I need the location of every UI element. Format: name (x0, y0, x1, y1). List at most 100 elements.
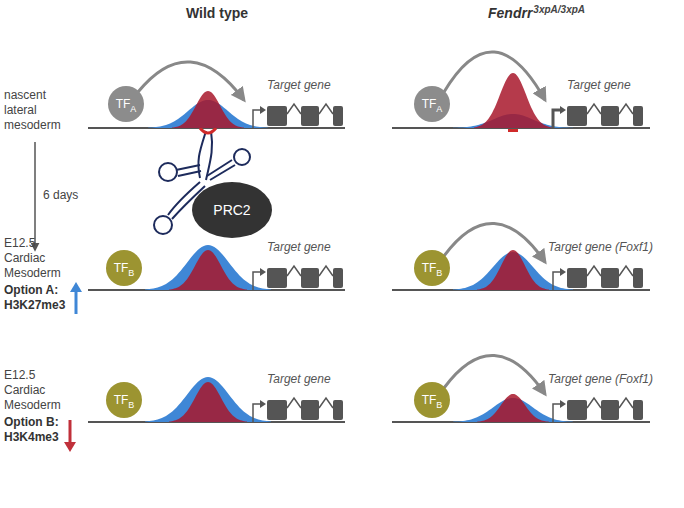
exon (633, 400, 643, 420)
stage-label: E12.5 Cardiac Mesoderm (4, 236, 70, 281)
chip-peak (474, 73, 552, 128)
genotype-superscript: 3xpA/3xpA (533, 2, 585, 17)
exon (301, 268, 319, 288)
chip-peak (145, 377, 271, 422)
exon (567, 400, 587, 420)
exon (601, 268, 619, 288)
chip-peak (169, 382, 247, 422)
exon (301, 106, 319, 126)
exon (333, 268, 343, 288)
exon (601, 106, 619, 126)
promoter-arrow (553, 110, 561, 128)
exon (601, 400, 619, 420)
promoter-arrow-head (560, 268, 566, 276)
gene-label: Target gene (267, 78, 331, 93)
chip-peak (169, 250, 247, 290)
node-label: TF (116, 97, 131, 111)
promoter-arrow-head (260, 268, 266, 276)
promoter-arrow-head (560, 106, 566, 114)
subscript: A (130, 104, 136, 114)
node-label: PRC2 (213, 202, 250, 218)
exon (633, 268, 643, 288)
subscript: B (436, 268, 442, 278)
transcription-factor: TFB (414, 250, 450, 286)
gene-label: Target gene (567, 78, 631, 93)
mark-label: H3K27me3 (4, 298, 65, 313)
exon (567, 268, 587, 288)
rna-contact (200, 128, 216, 133)
node-text-group: TFB (114, 393, 135, 407)
node-label: TF (114, 261, 129, 275)
decrease-arrow-head (64, 442, 76, 452)
intron (287, 398, 301, 408)
gene-label: Target gene (267, 372, 331, 387)
exon (333, 400, 343, 420)
exon (633, 106, 643, 126)
transcription-factor: TFA (414, 86, 450, 122)
promoter-arrow-head (260, 400, 266, 408)
decrease-arrow (69, 420, 72, 444)
time-arrow (34, 142, 36, 250)
increase-arrow-head (70, 282, 82, 292)
promoter-arrow (253, 110, 261, 128)
node-text-group: TFB (422, 393, 443, 407)
stage-label: E12.5 Cardiac Mesoderm (4, 368, 70, 413)
intron (587, 266, 601, 276)
transcription-factor: TFA (108, 86, 144, 122)
column-header: Wild type (186, 6, 248, 21)
intron (287, 266, 301, 276)
exon (301, 400, 319, 420)
intron (319, 266, 333, 276)
intron (619, 104, 633, 114)
subscript: B (436, 400, 442, 410)
activation-arrow (444, 52, 545, 100)
promoter-arrow-head (560, 400, 566, 408)
node-text-group: TFB (114, 261, 135, 275)
subscript: B (128, 400, 134, 410)
intron (587, 398, 601, 408)
node-text-group: TFA (422, 97, 443, 111)
exon (267, 106, 287, 126)
activation-arrow (444, 355, 545, 394)
chip-peak (477, 250, 549, 290)
mark-label: H3K4me3 (4, 430, 59, 445)
node-text-group: PRC2 (213, 202, 250, 218)
node-text-group: TFB (422, 261, 443, 275)
intron (319, 104, 333, 114)
promoter-arrow (553, 272, 561, 290)
increase-arrow (75, 290, 78, 314)
node-label: TF (114, 393, 129, 407)
subscript: A (436, 104, 442, 114)
node-label: TF (422, 97, 437, 111)
activation-arrow (444, 223, 545, 262)
exon (267, 400, 287, 420)
gene-label: Target gene (Foxf1) (548, 372, 653, 387)
transcription-factor: TFB (106, 382, 142, 418)
promoter-arrow (253, 404, 261, 422)
transcription-factor: TFB (414, 382, 450, 418)
intron (619, 266, 633, 276)
activation-arrow (138, 62, 244, 100)
option-label: Option B: (4, 415, 59, 430)
node-label: TF (422, 393, 437, 407)
subscript: B (128, 268, 134, 278)
time-label: 6 days (43, 188, 78, 203)
chip-peak (172, 91, 244, 128)
gene-label: Target gene (267, 240, 331, 255)
intron (319, 398, 333, 408)
promoter-arrow (253, 272, 261, 290)
gene-label: Target gene (Foxf1) (548, 240, 653, 255)
promoter-arrow-head (260, 106, 266, 114)
node-text-group: TFA (116, 97, 137, 111)
stage-label: nascent lateral mesoderm (4, 88, 80, 133)
chip-peak (477, 394, 549, 422)
protein-complex: PRC2 (192, 182, 272, 238)
intron (587, 104, 601, 114)
exon (267, 268, 287, 288)
exon (333, 106, 343, 126)
transcription-factor: TFB (106, 250, 142, 286)
deleted-rna-mark (508, 129, 518, 132)
chip-peak (145, 245, 271, 290)
intron (619, 398, 633, 408)
